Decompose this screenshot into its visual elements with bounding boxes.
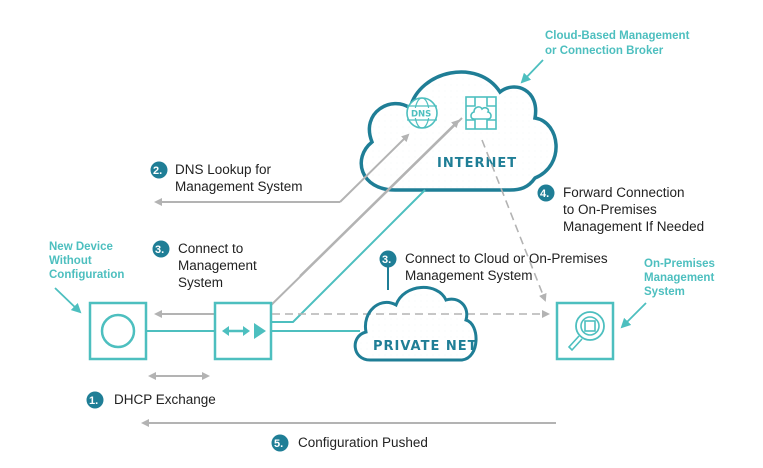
step-badge [86,391,104,409]
step-number: 3. [155,244,164,256]
step-5-config-pushed: 5. Configuration Pushed [271,434,428,452]
step-4-forward-connection: 4. Forward Connection to On-Premises Man… [537,184,704,234]
step-number: 5. [274,438,283,450]
bidirectional-arrow-icon [222,326,250,336]
step-badge [271,434,289,452]
device-circle-icon [100,313,136,349]
step-badge [150,161,168,179]
callout-arrow [54,287,82,314]
new-device[interactable] [88,301,148,361]
callout-line: Without [49,255,92,267]
step-badge [537,184,555,202]
on-prem-management-system[interactable] [555,301,615,361]
network-switch[interactable] [213,301,273,361]
step-label-line: Management If Needed [563,219,704,234]
callout-line: Management [644,272,714,284]
callout-arrow [520,59,544,84]
step-1-dhcp: 1. DHCP Exchange [86,391,216,409]
play-arrow-icon [254,323,266,339]
step-badge [379,250,397,268]
step-label-line: Connect to [178,241,243,256]
step-label-line: System [178,275,223,290]
callout-arrow [620,302,647,329]
internet-label: INTERNET [437,156,517,171]
step-number: 1. [89,395,98,407]
callout-line: On-Premises [644,258,715,270]
private-net-label: PRIVATE NET [373,339,478,354]
connect-management-arrow [299,119,460,277]
dns-icon-text: DNS [411,110,431,120]
step-3-connect-management: 3. Connect to Management System [152,240,257,290]
callout-line: New Device [49,241,113,253]
dns-lookup-out-arrow [339,133,410,203]
step-label-line: Management [178,258,257,273]
private-net-cloud: PRIVATE NET [353,285,478,362]
internet-cloud: INTERNET [359,70,558,192]
step-label-line: Configuration Pushed [298,435,428,450]
dns-globe-icon: DNS [406,97,438,129]
cloud-broker-callout: Cloud-Based Management or Connection Bro… [520,30,690,84]
step-number: 2. [153,165,162,177]
step-label-line: DHCP Exchange [114,392,216,407]
step-3-connect-cloud-onprem: 3. Connect to Cloud or On-Premises Manag… [379,250,608,290]
step-2-dns-lookup: 2. DNS Lookup for Management System [150,161,303,194]
magnifier-icon [567,311,605,352]
cloud-broker-icon [465,96,497,130]
step-label-line: Forward Connection [563,185,685,200]
step-label-line: Management System [175,179,303,194]
step-badge [152,240,170,258]
callout-line: or Connection Broker [545,45,664,57]
callout-line: Configuration [49,269,124,281]
callout-line: System [644,286,685,298]
switch-internet-link [272,189,426,323]
step-label-line: Management System [405,268,533,283]
step-label-line: Connect to Cloud or On-Premises [405,251,608,266]
on-prem-callout: On-Premises Management System [620,258,715,329]
callout-line: Cloud-Based Management [545,30,690,42]
forward-dashed-arrow [481,139,547,302]
new-device-callout: New Device Without Configuration [49,241,124,314]
step-label-line: DNS Lookup for [175,162,272,177]
step-number: 3. [382,254,391,266]
step-number: 4. [540,188,549,200]
step-label-line: to On-Premises [563,202,657,217]
